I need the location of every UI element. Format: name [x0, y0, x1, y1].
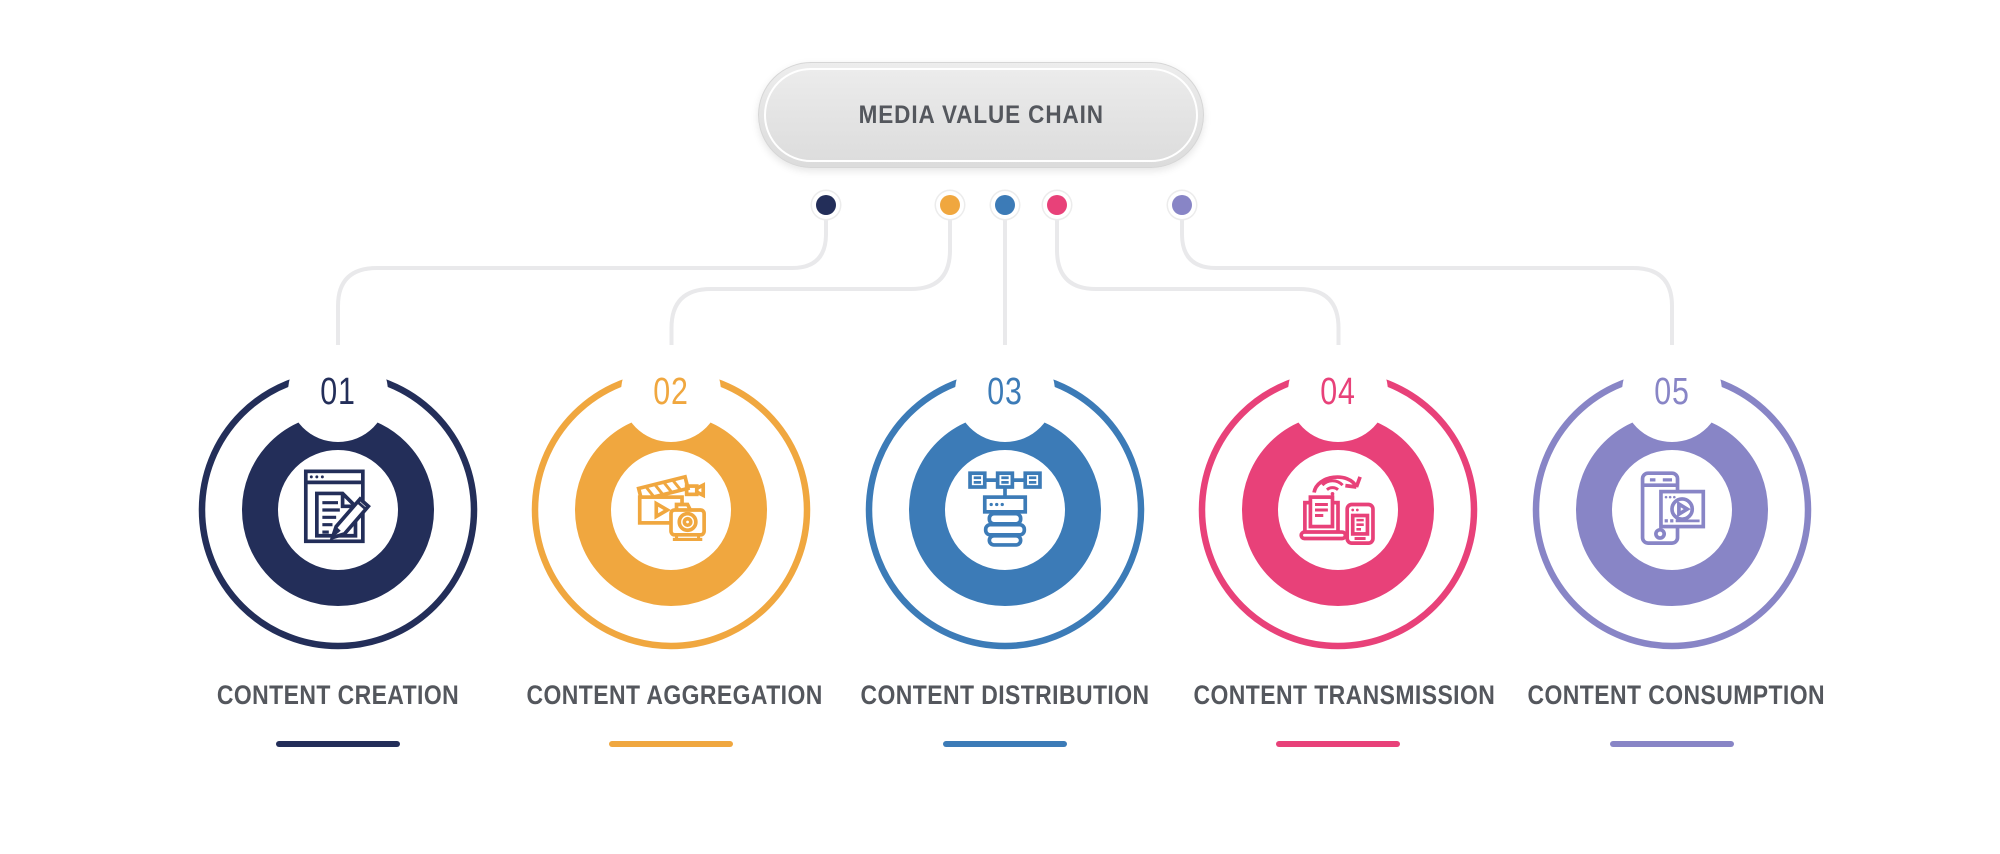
step-ring-5: [1532, 345, 1812, 650]
step-underline-4: [1276, 741, 1400, 747]
document-pencil-icon: [303, 469, 371, 544]
step-label-block-3: CONTENT DISTRIBUTION: [835, 680, 1175, 747]
step-label-block-2: CONTENT AGGREGATION: [501, 680, 841, 747]
step-number-5: 05: [1654, 371, 1690, 413]
step-underline-5: [1610, 741, 1734, 747]
server-network-icon: [968, 471, 1042, 547]
connector-step-4: [1055, 212, 1341, 353]
diagram-title: MEDIA VALUE CHAIN: [858, 100, 1104, 129]
step-label-3: CONTENT DISTRIBUTION: [860, 680, 1150, 710]
step-underline-3: [943, 741, 1067, 747]
step-ring-4: [1198, 345, 1478, 650]
step-number-1: 01: [320, 371, 356, 413]
step-number-2: 02: [653, 371, 689, 413]
anchor-dot-step-2: [940, 195, 960, 215]
step-label-block-1: CONTENT CREATION: [168, 680, 508, 747]
connector-step-5: [1180, 212, 1674, 353]
step-underline-1: [276, 741, 400, 747]
step-ring-3: [865, 345, 1145, 650]
anchor-dot-step-5: [1172, 195, 1192, 215]
step-node-2: 02: [521, 345, 821, 660]
step-ring-2: [531, 345, 811, 650]
anchor-dot-step-4: [1047, 195, 1067, 215]
step-label-4: CONTENT TRANSMISSION: [1193, 680, 1496, 710]
device-sync-icon: [1299, 475, 1375, 545]
step-underline-2: [609, 741, 733, 747]
step-number-4: 04: [1320, 371, 1356, 413]
step-label-block-5: CONTENT CONSUMPTION: [1502, 680, 1842, 747]
connector-step-2: [669, 212, 952, 353]
step-node-1: 01: [188, 345, 488, 660]
step-ring-1: [198, 345, 478, 650]
header-pill: MEDIA VALUE CHAIN: [758, 62, 1204, 168]
step-node-4: 04: [1188, 345, 1488, 660]
anchor-dot-step-1: [816, 195, 836, 215]
step-label-1: CONTENT CREATION: [216, 680, 460, 710]
clapperboard-camera-icon: [636, 474, 706, 542]
step-node-5: 05: [1522, 345, 1822, 660]
step-label-2: CONTENT AGGREGATION: [526, 680, 823, 710]
anchor-dot-step-3: [995, 195, 1015, 215]
step-label-block-4: CONTENT TRANSMISSION: [1168, 680, 1508, 747]
step-number-3: 03: [987, 371, 1023, 413]
connector-step-1: [336, 212, 828, 353]
step-label-5: CONTENT CONSUMPTION: [1527, 680, 1825, 710]
step-node-3: 03: [855, 345, 1155, 660]
mobile-video-player-icon: [1640, 471, 1706, 545]
